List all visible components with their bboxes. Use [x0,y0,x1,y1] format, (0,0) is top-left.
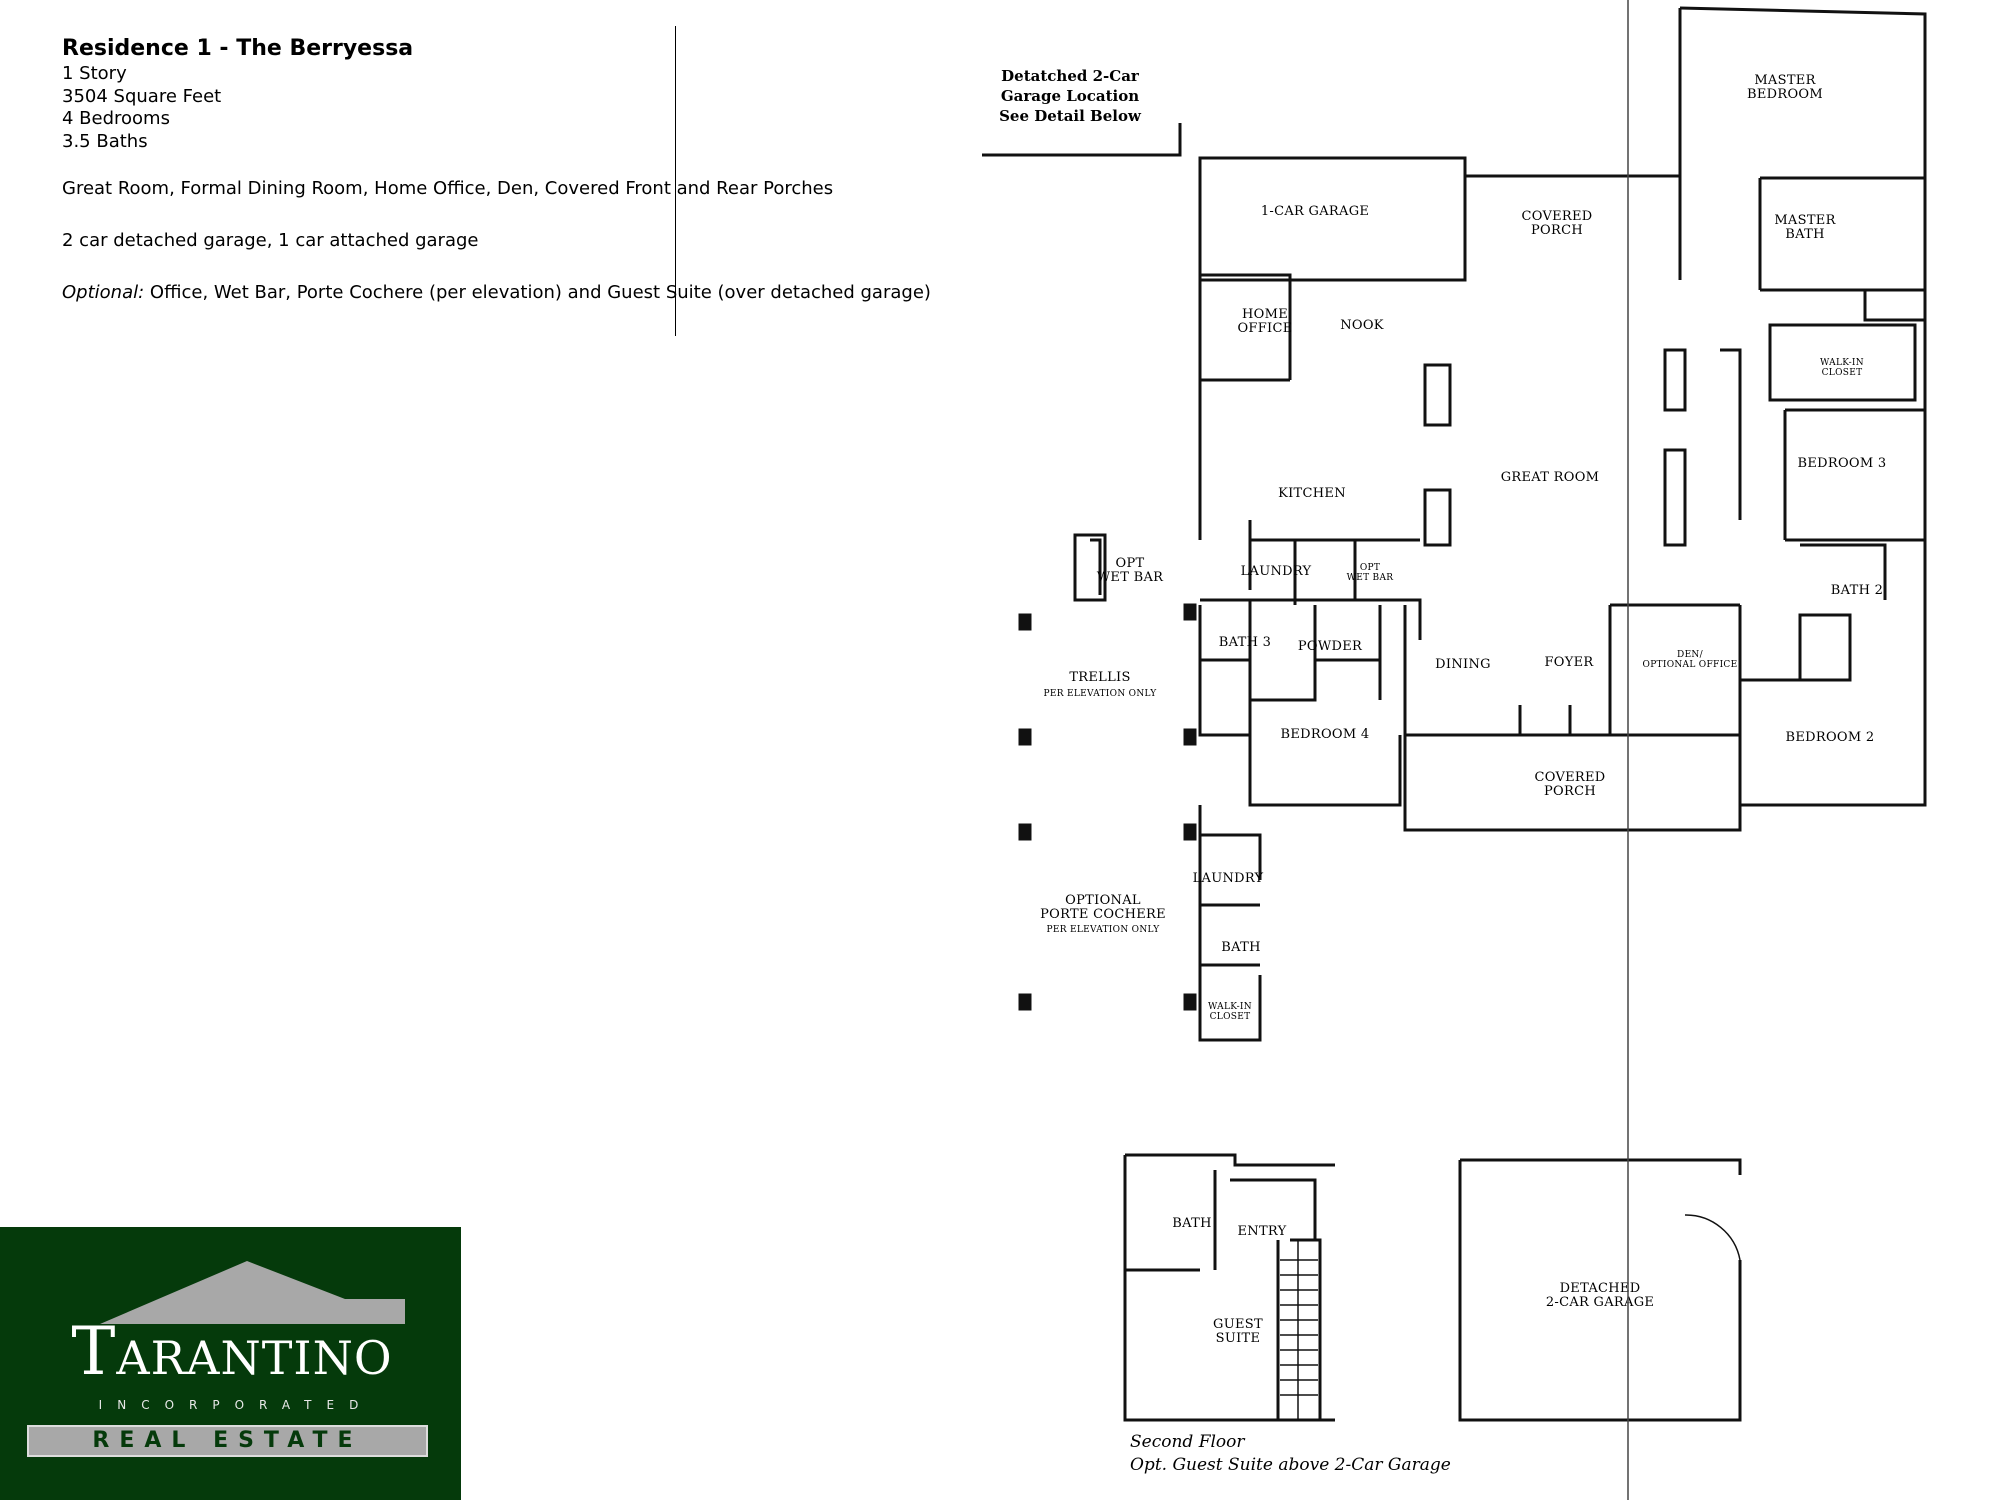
room-home-office: HOME OFFICE [1237,307,1293,336]
room-walk-in-closet-lower: WALK-IN CLOSET [1208,1002,1252,1022]
listing-title: Residence 1 - The Berryessa [62,36,414,61]
baths: 3.5 Baths [62,130,148,152]
room-laundry: LAUNDRY [1240,564,1312,579]
optional-text: Office, Wet Bar, Porte Cochere (per elev… [149,282,931,303]
brand-bar-text: REAL ESTATE [92,1428,363,1453]
callout-text: Detatched 2-Car Garage Location See Deta… [999,67,1141,125]
room-bedroom-2: BEDROOM 2 [1785,730,1875,745]
scan-artifact-line-vertical [1627,0,1629,1500]
room-bath-lower: BATH [1221,940,1261,955]
brand-subtitle: INCORPORATED [98,1398,374,1412]
room-bath-3: BATH 3 [1218,635,1272,650]
room-bath-2: BATH 2 [1830,583,1884,598]
room-master-bath: MASTER BATH [1774,213,1836,242]
room-bath-upper: BATH [1172,1216,1212,1231]
room-bedroom-3: BEDROOM 3 [1797,456,1887,471]
garage-location-callout: Detatched 2-Car Garage Location See Deta… [985,66,1155,126]
room-covered-porch-rear: COVERED PORCH [1521,209,1593,238]
porte-cochere-note: PER ELEVATION ONLY [1046,925,1160,935]
room-foyer: FOYER [1544,655,1594,670]
company-logo: Tarantino INCORPORATED REAL ESTATE [0,1227,461,1500]
square-feet: 3504 Square Feet [62,85,222,107]
stories: 1 Story [62,63,127,84]
room-porte-cochere: OPTIONAL PORTE COCHERE [1040,893,1166,922]
optional-info: Optional: Office, Wet Bar, Porte Cochere… [62,282,931,303]
room-den: DEN/ OPTIONAL OFFICE [1642,650,1738,670]
room-great-room: GREAT ROOM [1500,470,1600,485]
room-opt-wet-bar-small: OPT WET BAR [1346,563,1394,583]
listing-info: Residence 1 - The Berryessa 1 Story 3504… [62,36,931,303]
room-opt-wet-bar: OPT WET BAR [1096,556,1164,585]
trellis-note: PER ELEVATION ONLY [1043,689,1157,699]
room-laundry-guest: LAUNDRY [1192,871,1264,886]
room-dining: DINING [1435,657,1491,672]
room-nook: NOOK [1340,318,1384,333]
optional-label: Optional: [62,282,145,303]
room-covered-porch-front: COVERED PORCH [1534,770,1606,799]
room-trellis: TRELLIS [1069,670,1131,685]
scan-artifact-line [675,26,676,336]
brand-name: Tarantino [71,1313,393,1390]
floor-plan: Detatched 2-Car Garage Location See Deta… [960,0,1940,1500]
room-detached-garage: DETACHED 2-CAR GARAGE [1545,1281,1655,1310]
caption-guest-suite: Opt. Guest Suite above 2-Car Garage [1130,1455,1451,1475]
room-walk-in-closet-master: WALK-IN CLOSET [1820,358,1864,378]
garage-info: 2 car detached garage, 1 car attached ga… [62,230,479,251]
bedrooms: 4 Bedrooms [62,108,170,129]
room-master-bedroom: MASTER BEDROOM [1747,73,1823,102]
caption-second-floor: Second Floor [1130,1432,1245,1452]
roof-icon [100,1261,405,1324]
room-1-car-garage: 1-CAR GARAGE [1260,204,1370,219]
room-bedroom-4: BEDROOM 4 [1280,727,1370,742]
floor-plan-walls [982,6,1927,1422]
room-kitchen: KITCHEN [1278,486,1346,501]
brand-bar: REAL ESTATE [27,1425,428,1457]
features: Great Room, Formal Dining Room, Home Off… [62,178,834,199]
room-guest-suite: GUEST SUITE [1213,1317,1263,1346]
room-powder: POWDER [1297,639,1363,654]
room-entry: ENTRY [1237,1224,1287,1239]
